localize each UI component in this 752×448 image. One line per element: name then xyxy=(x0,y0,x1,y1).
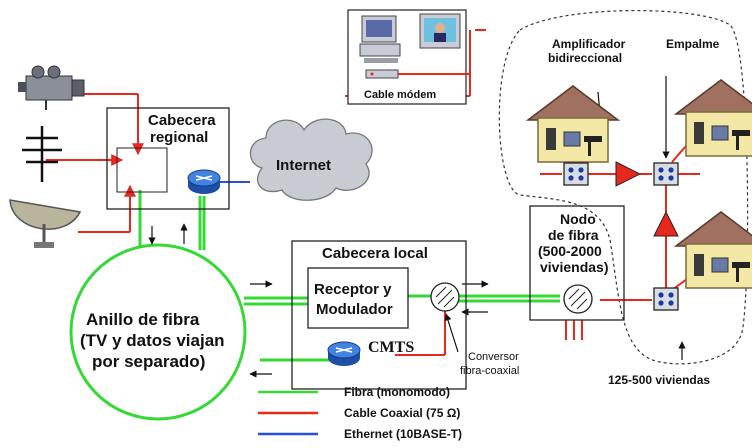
fiber-ring-label-1: Anillo de fibra xyxy=(86,310,200,329)
fiber-ring-label-2: (TV y datos viajan xyxy=(80,331,225,350)
converter-label-2: fibra-coaxial xyxy=(460,365,519,377)
cmts-label: CMTS xyxy=(368,339,414,356)
regional-headend-inner-box xyxy=(116,147,168,193)
splice-label: Empalme xyxy=(666,37,720,51)
legend-label-coax: Cable Coaxial (75 Ω) xyxy=(344,406,460,420)
receiver-label-2: Modulador xyxy=(316,301,393,318)
legend: Fibra (monomodo) Cable Coaxial (75 Ω) Et… xyxy=(258,385,462,441)
house-icon xyxy=(675,211,752,289)
antenna-icon xyxy=(22,126,62,182)
converter-icon xyxy=(430,282,460,312)
receiver-label-1: Receptor y xyxy=(314,281,392,298)
amplifier-label-2: bidireccional xyxy=(548,51,622,65)
house-icon xyxy=(527,85,619,163)
fiber-ring-label-3: por separado) xyxy=(92,352,205,371)
regional-headend-box xyxy=(106,107,230,210)
fiber-links xyxy=(138,190,560,362)
legend-label-ethernet: Ethernet (10BASE-T) xyxy=(344,427,462,441)
camera-icon xyxy=(18,65,85,110)
local-headend-label: Cabecera local xyxy=(322,245,428,262)
fiber-node-box xyxy=(529,205,625,321)
cable-modem-icon xyxy=(365,69,399,79)
house-icon xyxy=(675,79,752,157)
satellite-dish-icon xyxy=(9,199,82,248)
local-headend-box xyxy=(291,240,467,390)
monitor-icon xyxy=(419,13,461,49)
amplifier-icon xyxy=(615,161,642,187)
splitter-icon xyxy=(653,287,679,311)
router-icon xyxy=(327,341,361,366)
computer-icon xyxy=(359,15,401,63)
homes-count-label: 125-500 viviendas xyxy=(608,373,710,387)
regional-headend-label-2: regional xyxy=(150,129,208,146)
splitter-icon xyxy=(653,162,679,186)
cloud-icon xyxy=(249,118,373,201)
legend-label-fiber: Fibra (monomodo) xyxy=(344,385,450,399)
splitter-icon xyxy=(563,162,589,186)
router-icon xyxy=(187,169,221,194)
fiber-node-label-1: Nodo xyxy=(560,211,596,227)
internet-label: Internet xyxy=(276,157,331,174)
amplifier-icon xyxy=(653,210,679,237)
fiber-ring xyxy=(69,243,247,421)
fiber-node-label-3: (500-2000 xyxy=(538,243,602,259)
amplifier-label-1: Amplificador xyxy=(552,37,626,51)
converter-icon xyxy=(563,284,593,314)
cable-modem-label: Cable módem xyxy=(364,89,436,101)
converter-label-1: Conversor xyxy=(468,351,519,363)
fiber-node-label-4: viviendas) xyxy=(540,259,608,275)
regional-headend-label-1: Cabecera xyxy=(148,112,216,129)
fiber-node-label-2: de fibra xyxy=(548,227,599,243)
receiver-modulator-box xyxy=(307,267,409,329)
